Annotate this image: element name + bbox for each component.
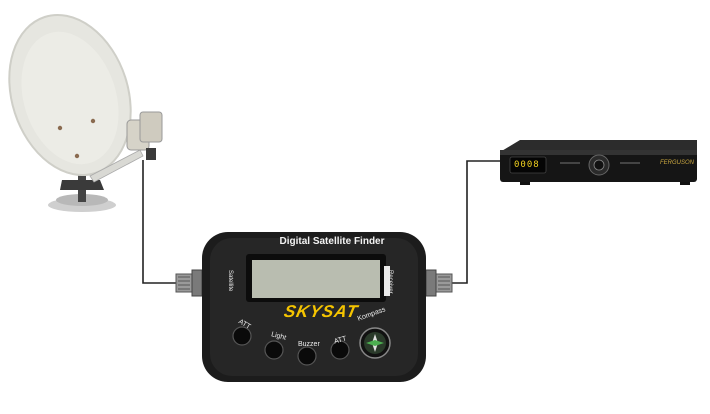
- compass: [359, 327, 391, 359]
- receiver-display-readout: 0008: [514, 160, 540, 170]
- lcd-screen: [252, 260, 380, 298]
- satellite-port-label: Satellite: [227, 270, 233, 292]
- satellite-dish: [8, 13, 163, 212]
- receiver-port-label: Receiver: [387, 270, 393, 294]
- receiver-brand-logo: FERGUSON: [660, 160, 695, 166]
- device-title: Digital Satellite Finder: [279, 236, 385, 247]
- cable-dish-to-finder: [142, 160, 177, 284]
- att-right-button[interactable]: [330, 340, 350, 360]
- satellite-receiver: [500, 140, 697, 185]
- buzzer-label: Buzzer: [298, 341, 320, 348]
- port-receiver-connector: [425, 269, 453, 297]
- att-left-button[interactable]: [232, 326, 252, 346]
- satellite-finder: [175, 232, 453, 382]
- cable-finder-to-receiver: [452, 160, 500, 284]
- light-button[interactable]: [264, 340, 284, 360]
- port-satellite-connector: [175, 269, 203, 297]
- cables: [142, 160, 500, 284]
- buzzer-button[interactable]: [297, 346, 317, 366]
